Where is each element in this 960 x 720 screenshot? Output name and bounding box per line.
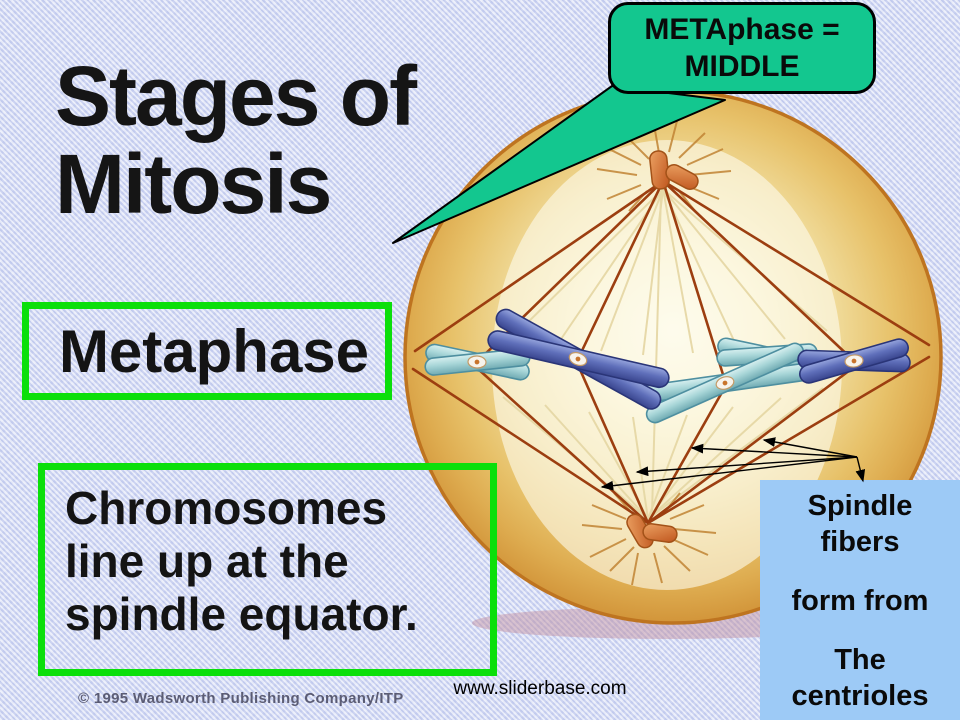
note-box: Spindle fibers form from The centrioles <box>760 480 960 720</box>
callout-line2: MIDDLE <box>684 50 800 83</box>
page-title: Stages of Mitosis <box>55 52 475 228</box>
spindle-fibers <box>411 179 931 525</box>
note-line4: The <box>834 644 886 676</box>
phase-label: Metaphase <box>58 317 370 385</box>
chromosomes <box>424 308 911 424</box>
chromosome-blue-right <box>797 338 911 384</box>
note-line3: form from <box>791 585 929 617</box>
description-line3: spindle equator. <box>65 588 418 640</box>
note-line2: fibers <box>820 526 900 558</box>
copyright-text: © 1995 Wadsworth Publishing Company/ITP <box>78 690 404 707</box>
note-line1: Spindle <box>807 490 913 522</box>
callout-line1: METAphase = <box>644 13 840 46</box>
description-highlight-box: Chromosomes line up at the spindle equat… <box>38 463 497 676</box>
callout-tail <box>392 85 726 244</box>
chromosome-teal-left <box>424 343 531 381</box>
spindle-pointer-arrows <box>600 437 866 491</box>
top-centrioles <box>649 150 699 190</box>
watermark-text: www.sliderbase.com <box>453 678 627 699</box>
note-line5: centrioles <box>791 680 929 712</box>
callout-bubble: METAphase = MIDDLE <box>608 2 876 94</box>
page-title-line2: Mitosis <box>55 137 332 231</box>
description-line1: Chromosomes <box>65 482 388 534</box>
chromosome-blue-large <box>487 308 670 410</box>
description-line2: line up at the <box>65 535 349 587</box>
bottom-centrioles <box>626 513 678 549</box>
phase-highlight-box: Metaphase <box>22 302 392 400</box>
page-title-line1: Stages of <box>55 49 417 143</box>
